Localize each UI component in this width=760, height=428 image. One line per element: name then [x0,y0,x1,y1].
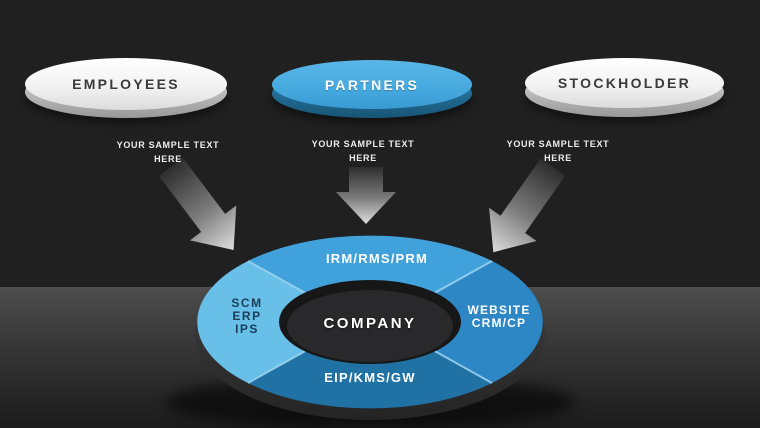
segment-label-bottom: EIP/KMS/GW [324,370,416,385]
caption-line: HERE [349,153,377,163]
segment-dividers [247,260,493,384]
ellipse-partners[interactable]: PARTNERS [272,60,472,118]
segment-bottom[interactable] [248,349,492,409]
caption-employees: YOUR SAMPLE TEXT HERE [83,138,253,166]
segment-label-line: WEBSITE [467,303,531,317]
source-label: EMPLOYEES [72,76,180,92]
caption-line: YOUR SAMPLE TEXT [506,139,610,149]
down-right-arrow-icon [159,157,237,251]
segment-label-left: SCM ERP IPS [201,297,293,336]
caption-line: HERE [544,153,572,163]
ellipse-stockholder[interactable]: STOCKHOLDER [525,58,724,117]
segment-label-line: CRM/CP [471,316,527,330]
down-arrow-icon [336,167,396,224]
caption-partners: YOUR SAMPLE TEXT HERE [278,137,448,165]
ellipse-partners-face: PARTNERS [272,60,472,109]
hub-center-label: COMPANY [323,315,417,332]
ellipse-stockholder-face: STOCKHOLDER [525,58,724,108]
segment-top[interactable] [248,235,492,295]
down-left-arrow-icon [489,158,566,253]
segment-right[interactable] [431,261,543,383]
source-label: PARTNERS [324,76,420,93]
caption-line: YOUR SAMPLE TEXT [116,140,220,150]
hub-hole[interactable] [287,290,453,362]
segment-left[interactable] [197,261,309,383]
segment-label-top: IRM/RMS/PRM [325,251,429,266]
segment-label-line: ERP [232,309,262,323]
segment-label-line: SCM [231,296,263,310]
caption-line: HERE [154,154,182,164]
source-label: STOCKHOLDER [557,75,692,91]
ellipse-employees-face: EMPLOYEES [25,58,227,110]
segment-label-line: IPS [235,322,259,336]
caption-line: YOUR SAMPLE TEXT [311,139,415,149]
ellipse-employees[interactable]: EMPLOYEES [25,58,227,118]
caption-stockholder: YOUR SAMPLE TEXT HERE [473,137,643,165]
segment-label-right: WEBSITE CRM/CP [444,304,554,330]
